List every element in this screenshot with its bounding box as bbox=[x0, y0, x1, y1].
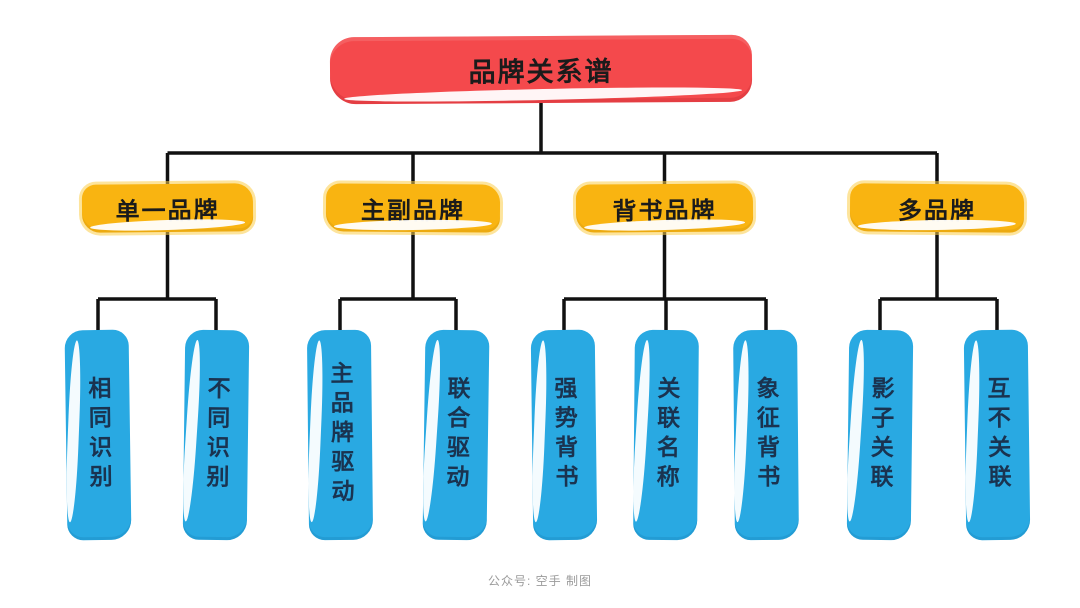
root-node-brand-relationship: 品牌关系谱 bbox=[329, 34, 753, 105]
branch-node-label: 背书品牌 bbox=[612, 197, 717, 225]
leaf-node-label: 关联名称 bbox=[652, 376, 681, 494]
leaf-node-different-identity: 不同识别 bbox=[182, 329, 250, 541]
leaf-node-master-brand-driven: 主品牌驱动 bbox=[306, 329, 374, 541]
leaf-node-linked-name: 关联名称 bbox=[633, 329, 699, 541]
leaf-node-symbolic-endorsement: 象征背书 bbox=[733, 329, 799, 541]
branch-node-label: 单一品牌 bbox=[115, 197, 220, 225]
branch-node-master-sub-brand: 主副品牌 bbox=[325, 183, 501, 233]
leaf-node-label: 象征背书 bbox=[752, 375, 781, 494]
branch-node-endorsed-brand: 背书品牌 bbox=[575, 183, 754, 233]
leaf-node-shadow-linked: 影子关联 bbox=[846, 329, 914, 541]
branch-node-single-brand: 单一品牌 bbox=[81, 183, 254, 233]
leaf-node-label: 强势背书 bbox=[550, 375, 579, 495]
leaf-node-label: 联合驱动 bbox=[442, 375, 471, 495]
leaf-node-unlinked: 互不关联 bbox=[963, 329, 1031, 541]
leaf-node-label: 不同识别 bbox=[202, 375, 231, 495]
leaf-node-label: 影子关联 bbox=[866, 375, 895, 495]
leaf-node-label: 主品牌驱动 bbox=[326, 361, 355, 509]
leaf-node-label: 互不关联 bbox=[983, 375, 1012, 495]
leaf-node-same-identity: 相同识别 bbox=[64, 329, 132, 541]
branch-node-multi-brand: 多品牌 bbox=[849, 183, 1025, 233]
branch-node-label: 多品牌 bbox=[897, 197, 977, 225]
branch-node-label: 主副品牌 bbox=[360, 197, 466, 225]
leaf-node-label: 相同识别 bbox=[84, 375, 113, 495]
watermark-caption: 公众号: 空手 制图 bbox=[487, 574, 592, 588]
root-node-label: 品牌关系谱 bbox=[468, 56, 614, 88]
leaf-node-joint-driven: 联合驱动 bbox=[422, 329, 490, 541]
leaf-node-strong-endorsement: 强势背书 bbox=[530, 329, 598, 541]
